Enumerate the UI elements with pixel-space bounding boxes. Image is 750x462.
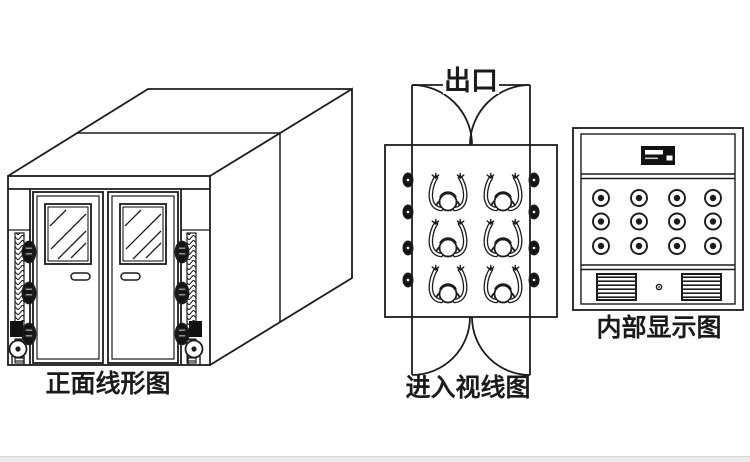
nozzle-icon [528, 204, 540, 220]
left-door [32, 191, 104, 364]
person-top-view-icon [431, 219, 465, 256]
right-door [107, 191, 179, 364]
base-block [189, 321, 202, 337]
grille-icon [596, 273, 637, 301]
indicator-light-icon [668, 189, 686, 207]
right-jamb-assembly [174, 232, 204, 365]
nozzle-icon [528, 172, 540, 188]
person-top-view-icon [486, 265, 520, 302]
exit-door-swing-arc [469, 84, 531, 146]
panel-view-label: 内部显示图 [596, 313, 721, 342]
entry-door-swing-arc [411, 316, 471, 376]
grille-icon [681, 273, 722, 301]
corridor-and-doors [384, 84, 558, 376]
page-bottom-strip [0, 456, 750, 462]
indicator-light-icon [704, 189, 722, 207]
left-jamb-assembly [8, 232, 37, 365]
indicator-light-icon [630, 237, 648, 255]
indicator-light-icon [668, 212, 686, 231]
person-top-view-icon [431, 265, 465, 302]
base-block [10, 321, 23, 337]
panel-outer-frame [572, 127, 744, 311]
indicator-grid [592, 189, 722, 255]
nozzle-icon [528, 272, 540, 288]
shower-chamber-outline [384, 144, 558, 318]
glass-glare-lines [49, 209, 87, 260]
figure-front-view: 正面线形图 [7, 87, 353, 398]
nozzle-icon [402, 272, 414, 288]
indicator-light-icon [630, 212, 648, 231]
nozzle-icon [402, 172, 414, 188]
glass-glare-lines [124, 209, 162, 260]
nozzle-icon [402, 204, 414, 220]
door-window [44, 203, 92, 265]
people-group [431, 173, 520, 302]
person-top-view-icon [431, 173, 465, 210]
vent-grilles [596, 273, 722, 301]
indicator-light-icon [592, 237, 610, 255]
person-top-view-icon [486, 219, 520, 256]
panel-section-dividers [581, 173, 735, 271]
caster-wheel-icon [8, 339, 28, 365]
door-handle [120, 272, 141, 281]
caster-wheel-icon [184, 339, 204, 365]
person-top-view-icon [486, 173, 520, 210]
indicator-light-icon [592, 189, 610, 207]
exit-label: 出口 [444, 66, 498, 97]
indicator-light-icon [630, 189, 648, 207]
door-window [119, 203, 167, 265]
figure-entry-view: 出口 进入视线图 [384, 60, 558, 402]
figure-panel-view: 内部显示图 [572, 127, 744, 342]
door-handle [70, 272, 91, 281]
nozzle-icon [528, 240, 540, 256]
cabinet-box-outline [7, 87, 353, 366]
nozzle-icon [402, 240, 414, 256]
front-view-label: 正面线形图 [45, 369, 170, 398]
keyhole-icon [655, 283, 663, 291]
indicator-light-icon [704, 212, 722, 231]
entry-door-swing-arc [471, 316, 531, 376]
panel-inner-frame [580, 133, 736, 305]
indicator-light-icon [704, 237, 722, 255]
entry-view-label: 进入视线图 [405, 373, 530, 402]
display-unit [641, 146, 675, 165]
indicator-light-icon [592, 212, 610, 231]
indicator-light-icon [668, 237, 686, 255]
